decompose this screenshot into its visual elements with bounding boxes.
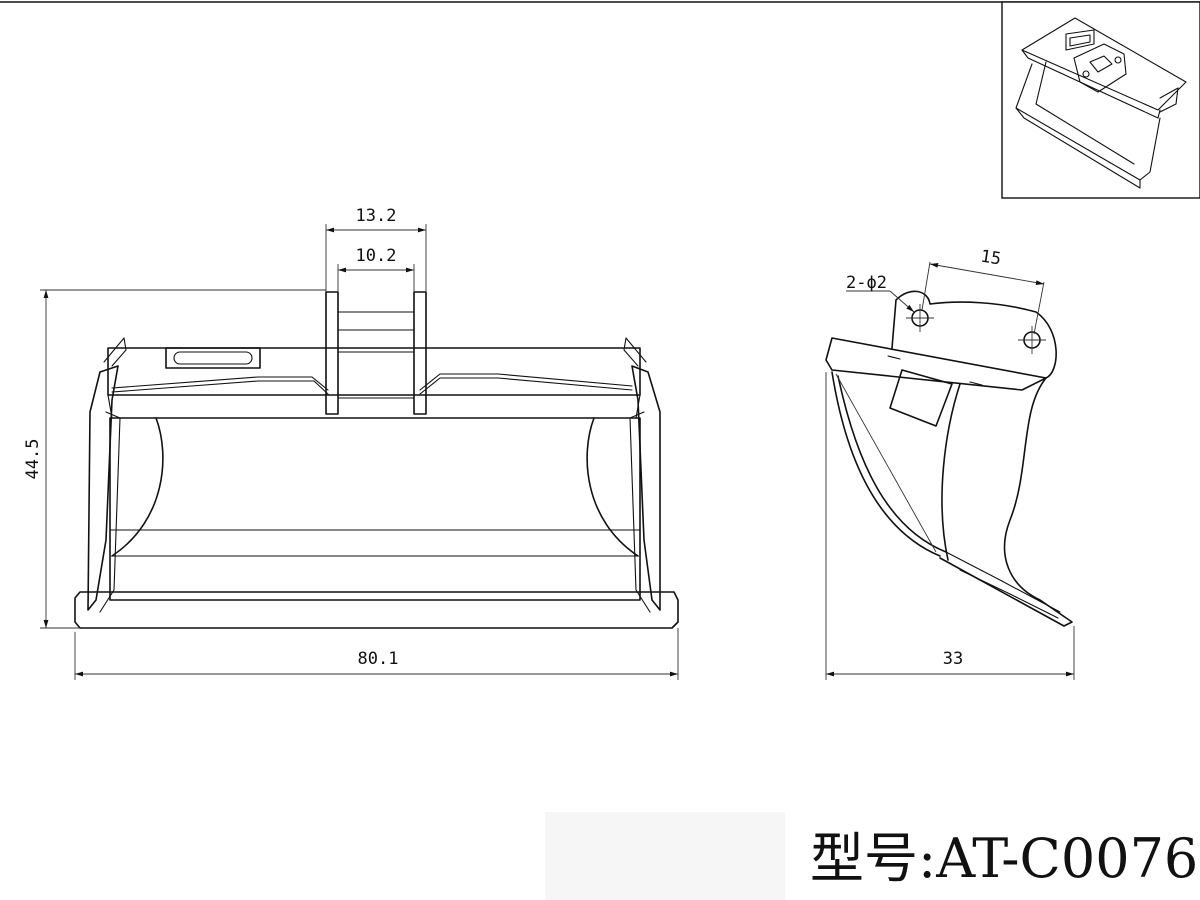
dim-holes: 2-ϕ2	[846, 273, 887, 293]
right-shell	[586, 417, 639, 557]
side-top-plate	[825, 337, 1047, 391]
dim-pin-inner-width: 10.2	[356, 246, 397, 266]
top-slot	[165, 347, 261, 369]
side-ear	[891, 290, 1057, 379]
dim-hole-spacing: 15	[979, 247, 1002, 270]
base-plate	[74, 591, 679, 629]
front-dimensions	[40, 224, 679, 680]
left-shell	[111, 417, 164, 557]
side-inner-edge	[941, 383, 961, 561]
bucket-body	[109, 417, 641, 601]
side-view	[825, 290, 1073, 627]
left-pin-lug	[325, 291, 339, 415]
dim-width: 80.1	[358, 649, 399, 669]
top-lip	[107, 347, 641, 396]
side-front-edge	[939, 377, 1073, 627]
side-back-curve	[831, 371, 941, 557]
front-view	[74, 291, 679, 629]
left-side-plate	[87, 365, 119, 611]
dim-pin-outer-width: 13.2	[356, 206, 397, 226]
dim-depth: 33	[943, 649, 963, 669]
dim-height: 44.5	[23, 439, 43, 480]
right-side-plate	[631, 365, 661, 611]
iso-preview-inset	[1001, 1, 1200, 199]
side-window	[889, 369, 953, 427]
side-dimensions	[825, 261, 1075, 680]
right-pin-lug	[413, 291, 427, 415]
model-label: 型号:AT-C0076	[810, 827, 1199, 890]
background-smudge	[545, 812, 785, 900]
